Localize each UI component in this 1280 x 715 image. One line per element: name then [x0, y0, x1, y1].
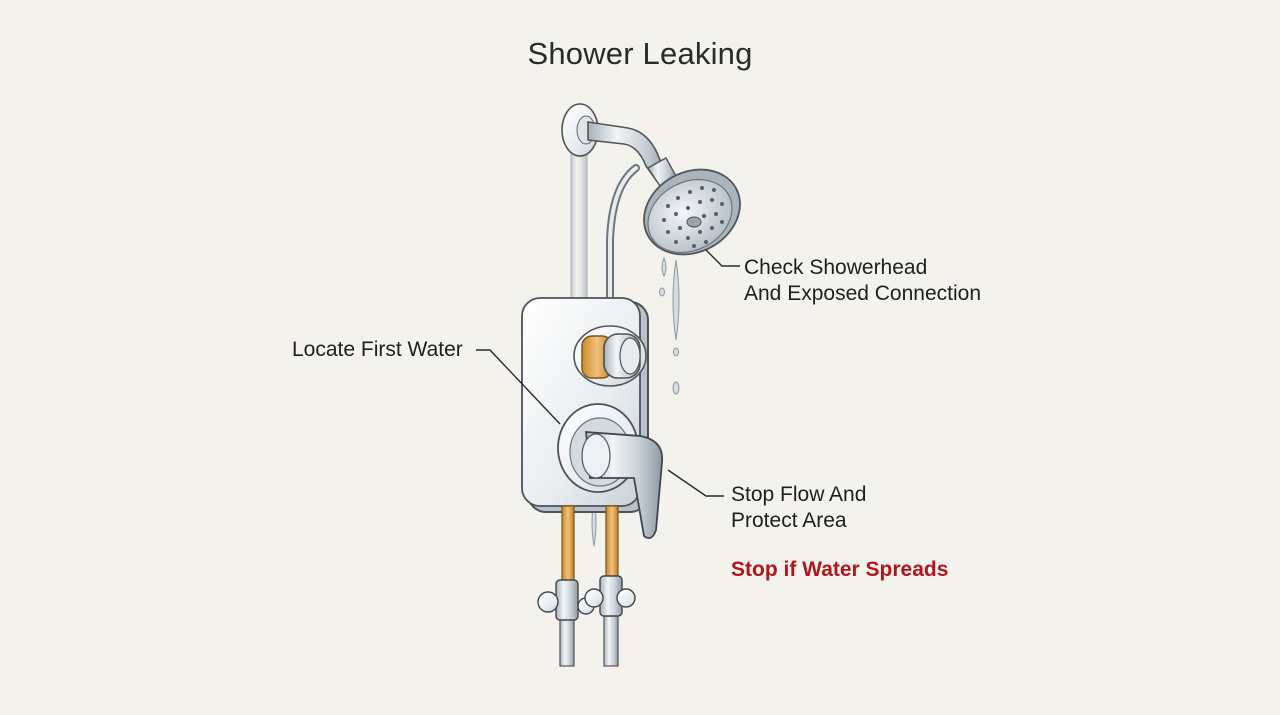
stop-valve-right — [584, 575, 636, 617]
supply-pipes — [559, 505, 619, 667]
leader-line-stop-flow — [667, 469, 724, 497]
water-drips — [591, 256, 680, 547]
callout-locate-text: Locate First Water — [292, 338, 463, 361]
callout-stop-flow-line2: Protect Area — [731, 509, 847, 532]
warning-text: Stop if Water Spreads — [731, 558, 949, 581]
page-title: Shower Leaking — [527, 36, 753, 71]
callout-stop-flow-line1: Stop Flow And — [731, 483, 867, 506]
shower-head — [643, 157, 741, 256]
riser-pipe — [570, 149, 588, 321]
hose — [606, 164, 640, 334]
stop-valve-left — [537, 579, 595, 621]
leader-line-locate — [476, 349, 561, 425]
mixer-valve — [557, 403, 663, 539]
leader-line-showerhead — [705, 249, 740, 267]
callout-showerhead: Check Showerhead And Exposed Connection — [744, 255, 981, 307]
callout-stop-flow: Stop Flow And Protect Area — [731, 482, 866, 534]
shower-arm — [561, 103, 672, 182]
callout-showerhead-line1: Check Showerhead — [744, 256, 928, 279]
diverter-valve — [573, 325, 647, 387]
callout-locate-water: Locate First Water — [292, 337, 463, 363]
callout-showerhead-line2: And Exposed Connection — [744, 282, 981, 305]
